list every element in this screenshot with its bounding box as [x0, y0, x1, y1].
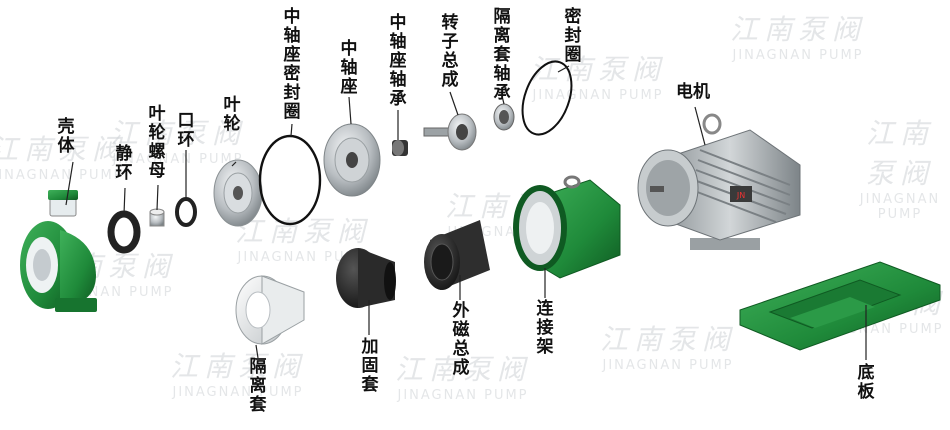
- label-base-plate: 底板: [857, 363, 875, 402]
- label-mouth-ring: 口环: [177, 111, 195, 150]
- label-connecting-frame: 连接架: [536, 299, 554, 357]
- isolation-sleeve-part: [235, 275, 305, 345]
- label-static-ring: 静环: [115, 144, 133, 183]
- label-isolation-sleeve: 隔离套: [249, 357, 267, 415]
- seal-ring-part: [521, 60, 573, 136]
- reinforcement-sleeve-part: [336, 248, 396, 308]
- pump-casing-part: [20, 190, 97, 312]
- middle-bearing-seat-part: [323, 123, 381, 197]
- motor-badge-text: JN: [736, 191, 745, 200]
- base-plate-part: [739, 261, 941, 351]
- label-isolation-sleeve-bearing: 隔离套轴承: [493, 7, 511, 103]
- leader-lines: [65, 65, 867, 360]
- label-impeller: 叶轮: [223, 95, 241, 134]
- motor-part: JN: [637, 113, 801, 250]
- outer-magnet-assembly-part: [424, 220, 490, 290]
- static-ring-part: [107, 210, 141, 254]
- label-reinforcement-sleeve: 加固套: [361, 337, 379, 395]
- label-impeller-nut: 叶轮螺母: [148, 104, 166, 181]
- bearing-seat-seal-ring-part: [258, 134, 322, 226]
- label-outer-magnet-assembly: 外磁总成: [452, 301, 470, 378]
- label-motor: 电机: [676, 82, 710, 102]
- rotor-assembly-part: [423, 113, 477, 151]
- label-middle-bearing-seat: 中轴座: [340, 39, 358, 97]
- bearing-seat-bearing-part: [392, 140, 408, 156]
- label-casing: 壳体: [57, 117, 75, 156]
- label-seal-ring: 密封圈: [564, 7, 582, 65]
- motor-nameplate: [730, 186, 752, 202]
- label-rotor-assembly: 转子总成: [441, 13, 459, 90]
- connecting-frame-part: [513, 175, 621, 279]
- impeller-part: [213, 159, 263, 227]
- label-bearing-seat-seal-ring: 中轴座密封圈: [283, 7, 301, 122]
- label-bearing-seat-bearing: 中轴座轴承: [389, 13, 407, 109]
- impeller-nut-part: [149, 208, 165, 227]
- isolation-sleeve-bearing-part: [493, 103, 515, 131]
- mouth-ring-part: [175, 197, 197, 227]
